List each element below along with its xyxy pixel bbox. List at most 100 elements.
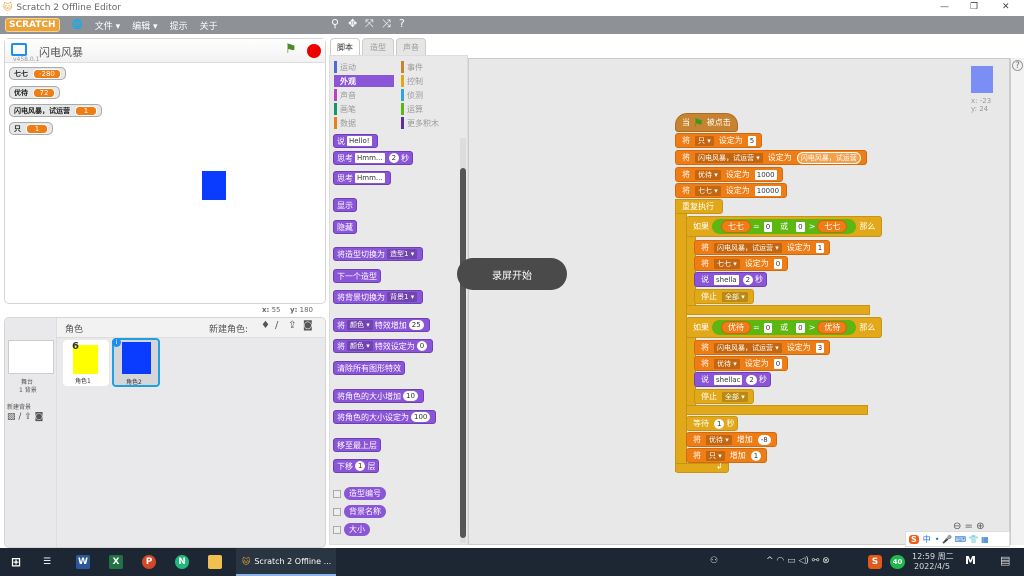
minimize-button[interactable]: —: [940, 2, 949, 12]
clear-effects-block[interactable]: 清除所有图形特效: [333, 361, 405, 375]
zoom-controls[interactable]: ⊖ = ⊕: [953, 521, 985, 532]
set-variable-block[interactable]: 将优待设定为1000: [675, 167, 783, 182]
file-explorer-icon[interactable]: [208, 555, 222, 569]
scripts-scrollbar[interactable]: [1010, 58, 1024, 545]
next-costume-block[interactable]: 下一个造型: [333, 269, 381, 283]
tab-costumes[interactable]: 造型: [362, 38, 394, 55]
sprite-item-selected[interactable]: i 角色2: [112, 338, 160, 387]
category-operators[interactable]: 运算: [401, 103, 461, 115]
sprite-item[interactable]: 6 角色1: [63, 340, 109, 386]
close-button[interactable]: ✕: [1002, 2, 1010, 12]
change-variable-block[interactable]: 将只增加1: [686, 448, 768, 463]
sogou-tray-icon[interactable]: S: [868, 555, 882, 569]
recording-overlay[interactable]: 录屏开始: [457, 258, 567, 290]
costume-number-reporter[interactable]: 造型编号: [344, 487, 386, 500]
camera-icon[interactable]: ◙: [303, 320, 313, 331]
green-flag-icon[interactable]: ⚑: [285, 42, 297, 57]
tab-scripts[interactable]: 脚本: [330, 38, 360, 56]
fullscreen-icon[interactable]: [11, 43, 27, 56]
info-icon[interactable]: i: [112, 338, 121, 347]
backdrop-name-checkbox[interactable]: [333, 508, 341, 516]
set-variable-block[interactable]: 将只设定为5: [675, 133, 763, 148]
maximize-button[interactable]: ❐: [970, 2, 979, 12]
menu-tips[interactable]: 提示: [169, 21, 188, 32]
size-reporter[interactable]: 大小: [344, 523, 370, 536]
scratch-logo[interactable]: SCRATCH: [5, 18, 60, 32]
size-checkbox[interactable]: [333, 526, 341, 534]
category-control[interactable]: 控制: [401, 75, 461, 87]
paint-icon[interactable]: /: [275, 320, 279, 331]
when-flag-clicked-block[interactable]: 当⚑被点击: [675, 113, 738, 132]
category-data[interactable]: 数据: [334, 117, 394, 129]
category-looks[interactable]: 外观: [334, 75, 394, 87]
excel-icon[interactable]: X: [109, 555, 123, 569]
set-effect-block[interactable]: 将颜色特效设定为0: [333, 339, 434, 353]
category-sound[interactable]: 声音: [334, 89, 394, 101]
switch-backdrop-block[interactable]: 将背景切换为背景1: [333, 290, 424, 304]
word-icon[interactable]: W: [76, 555, 90, 569]
tray-icons[interactable]: ^ ◠ ▭ ◁) ⚯ ⊗: [766, 556, 830, 566]
tab-sounds[interactable]: 声音: [396, 38, 426, 55]
category-events[interactable]: 事件: [401, 61, 461, 73]
cut-icon[interactable]: ✥: [348, 17, 358, 30]
project-name[interactable]: 闪电风暴: [39, 46, 83, 59]
category-pen[interactable]: 画笔: [334, 103, 394, 115]
powerpoint-icon[interactable]: P: [142, 555, 156, 569]
change-variable-block[interactable]: 将优待增加-8: [686, 432, 777, 447]
set-variable-block[interactable]: 将七七设定为10000: [675, 183, 788, 198]
stop-block[interactable]: 停止全部: [694, 289, 754, 304]
set-variable-block[interactable]: 将优待设定为0: [694, 356, 789, 371]
stop-button[interactable]: [307, 44, 321, 58]
menu-about[interactable]: 关于: [199, 21, 218, 32]
set-variable-block[interactable]: 将七七设定为0: [694, 256, 789, 271]
category-more-blocks[interactable]: 更多积木: [401, 117, 461, 129]
sprite-on-stage[interactable]: [202, 171, 226, 200]
app-icon[interactable]: N: [175, 555, 189, 569]
grow-icon[interactable]: ⤧: [365, 17, 374, 30]
globe-icon[interactable]: 🌐: [71, 20, 83, 30]
stop-block[interactable]: 停止全部: [694, 389, 754, 404]
sprite-library-icon[interactable]: ♦: [261, 320, 270, 331]
menu-file[interactable]: 文件 ▾: [94, 21, 121, 32]
hide-block[interactable]: 隐藏: [333, 220, 357, 234]
clock-time[interactable]: 12:59 周二: [912, 552, 954, 561]
change-effect-block[interactable]: 将颜色特效增加25: [333, 318, 430, 332]
costume-number-checkbox[interactable]: [333, 490, 341, 498]
badge-40[interactable]: 40: [890, 555, 905, 569]
switch-costume-block[interactable]: 将造型切换为造型1: [333, 247, 424, 261]
upload-icon[interactable]: ⇪: [288, 320, 297, 331]
people-icon[interactable]: ⚇: [710, 556, 719, 566]
palette-scrollbar[interactable]: [460, 138, 466, 543]
backdrop-name-reporter[interactable]: 背景名称: [344, 505, 386, 518]
taskbar-scratch-app[interactable]: 🐱Scratch 2 Offline ...: [236, 548, 336, 576]
task-view-icon[interactable]: ☰: [42, 557, 52, 567]
stage-thumbnail[interactable]: [8, 340, 54, 374]
help-icon[interactable]: ?: [1012, 60, 1023, 71]
go-front-block[interactable]: 移至最上层: [333, 438, 381, 452]
duplicate-icon[interactable]: ⚲: [331, 17, 340, 30]
clock-date[interactable]: 2022/4/5: [914, 562, 950, 571]
app-tray-icon[interactable]: M: [965, 554, 976, 567]
backdrop-tools-icon[interactable]: ▧ / ⇪ ◙: [7, 412, 44, 422]
menu-edit[interactable]: 编辑 ▾: [132, 21, 158, 32]
forever-block[interactable]: 重复执行: [675, 199, 723, 214]
category-sensing[interactable]: 侦测: [401, 89, 461, 101]
category-motion[interactable]: 运动: [334, 61, 394, 73]
